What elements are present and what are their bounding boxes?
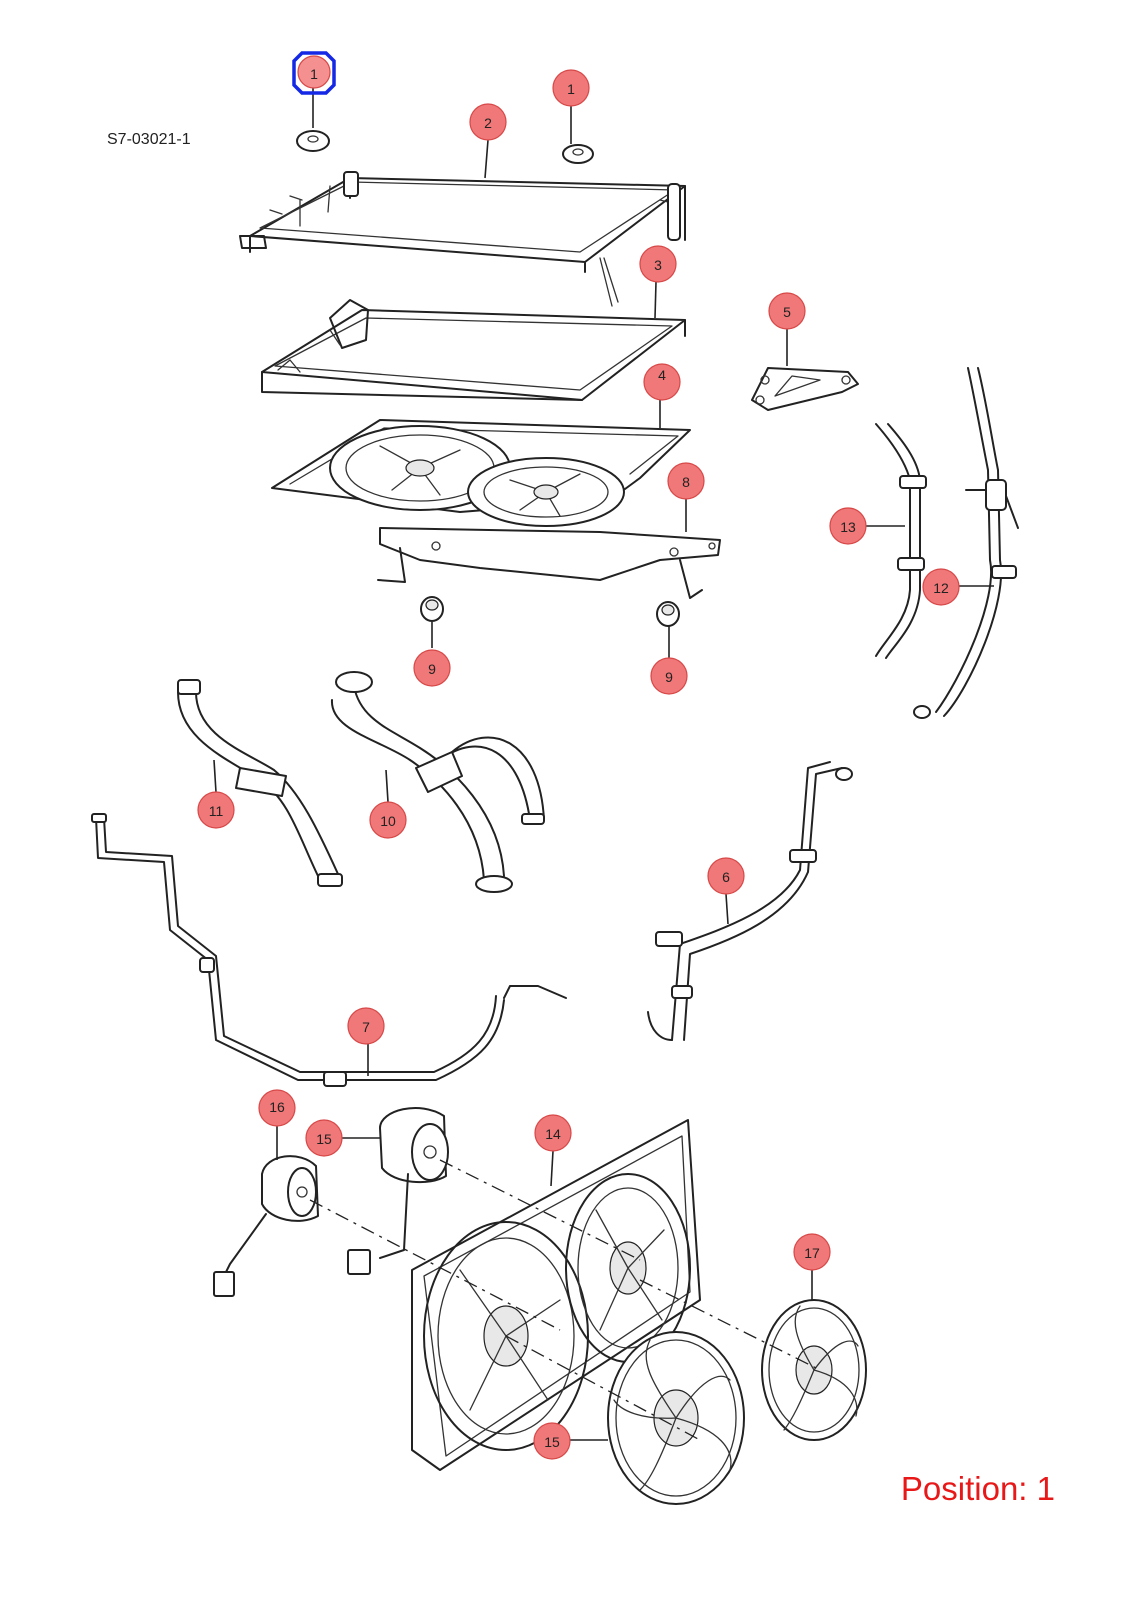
alignment-line-14b <box>639 1279 821 1371</box>
callout-label: 6 <box>722 869 730 885</box>
callout-15-lower[interactable]: 15 <box>533 1422 571 1460</box>
fan-shroud-assembly <box>271 419 691 527</box>
callout-13[interactable]: 13 <box>829 507 867 545</box>
grommet-right <box>562 144 594 164</box>
callout-1-selected[interactable]: 1 <box>297 55 331 89</box>
callout-label: 17 <box>804 1245 820 1261</box>
hose-13 <box>875 423 927 659</box>
position-indicator: Position: 1 <box>900 1470 1055 1507</box>
callout-label: 2 <box>484 115 492 131</box>
callout-label: 1 <box>310 66 318 82</box>
callout-label: 8 <box>682 474 690 490</box>
callout-14[interactable]: 14 <box>534 1114 572 1152</box>
callout-6[interactable]: 6 <box>707 857 745 895</box>
fan-motor-16 <box>213 1155 371 1297</box>
fan-blade-15 <box>607 1331 745 1505</box>
callout-label: 3 <box>654 257 662 273</box>
alignment-line-15 <box>439 1159 641 1261</box>
callout-10[interactable]: 10 <box>369 801 407 839</box>
callout-label: 9 <box>665 669 673 685</box>
insulator-left <box>420 596 444 622</box>
lower-support-bar <box>377 527 721 599</box>
callout-5[interactable]: 5 <box>768 292 806 330</box>
callout-17[interactable]: 17 <box>793 1233 831 1271</box>
callout-1[interactable]: 1 <box>552 69 590 107</box>
callout-15-upper[interactable]: 15 <box>305 1119 343 1157</box>
tube-6 <box>647 761 853 1041</box>
tube-7 <box>91 813 567 1087</box>
fan-blade-17 <box>761 1299 867 1441</box>
callout-16[interactable]: 16 <box>258 1089 296 1127</box>
callout-8[interactable]: 8 <box>667 462 705 500</box>
callout-12[interactable]: 12 <box>922 568 960 606</box>
callout-7[interactable]: 7 <box>347 1007 385 1045</box>
callout-label: 15 <box>316 1131 332 1147</box>
callout-label: 16 <box>269 1099 285 1115</box>
callout-label: 11 <box>209 803 224 819</box>
radiator <box>239 171 686 307</box>
callout-9-left[interactable]: 9 <box>413 649 451 687</box>
callout-label: 7 <box>362 1019 370 1035</box>
diagram-reference-code: S7-03021-1 <box>107 131 191 148</box>
callout-label: 15 <box>544 1434 560 1450</box>
callout-label: 13 <box>840 519 856 535</box>
callout-4[interactable]: 4 <box>643 363 681 401</box>
callout-label: 14 <box>545 1126 561 1142</box>
hose-10 <box>330 671 545 893</box>
callout-label: 4 <box>658 367 666 383</box>
callout-9-right[interactable]: 9 <box>650 657 688 695</box>
insulator-right <box>656 601 680 627</box>
selected-callout-outline <box>292 51 336 95</box>
callout-2[interactable]: 2 <box>469 103 507 141</box>
callout-11[interactable]: 11 <box>197 791 235 829</box>
mounting-bracket <box>751 367 859 411</box>
alignment-line-14a <box>505 1335 701 1441</box>
grommet-left <box>296 130 330 152</box>
callout-label: 1 <box>567 81 575 97</box>
callout-label: 10 <box>380 813 396 829</box>
callout-label: 9 <box>428 661 436 677</box>
condenser-frame <box>261 299 686 401</box>
callout-3[interactable]: 3 <box>639 245 677 283</box>
hose-12 <box>913 367 1019 719</box>
hose-11 <box>177 679 343 887</box>
callout-label: 5 <box>783 304 791 320</box>
callout-label: 12 <box>933 580 949 596</box>
fan-motor-15-upper <box>379 1107 449 1259</box>
alignment-line-16 <box>309 1199 561 1331</box>
